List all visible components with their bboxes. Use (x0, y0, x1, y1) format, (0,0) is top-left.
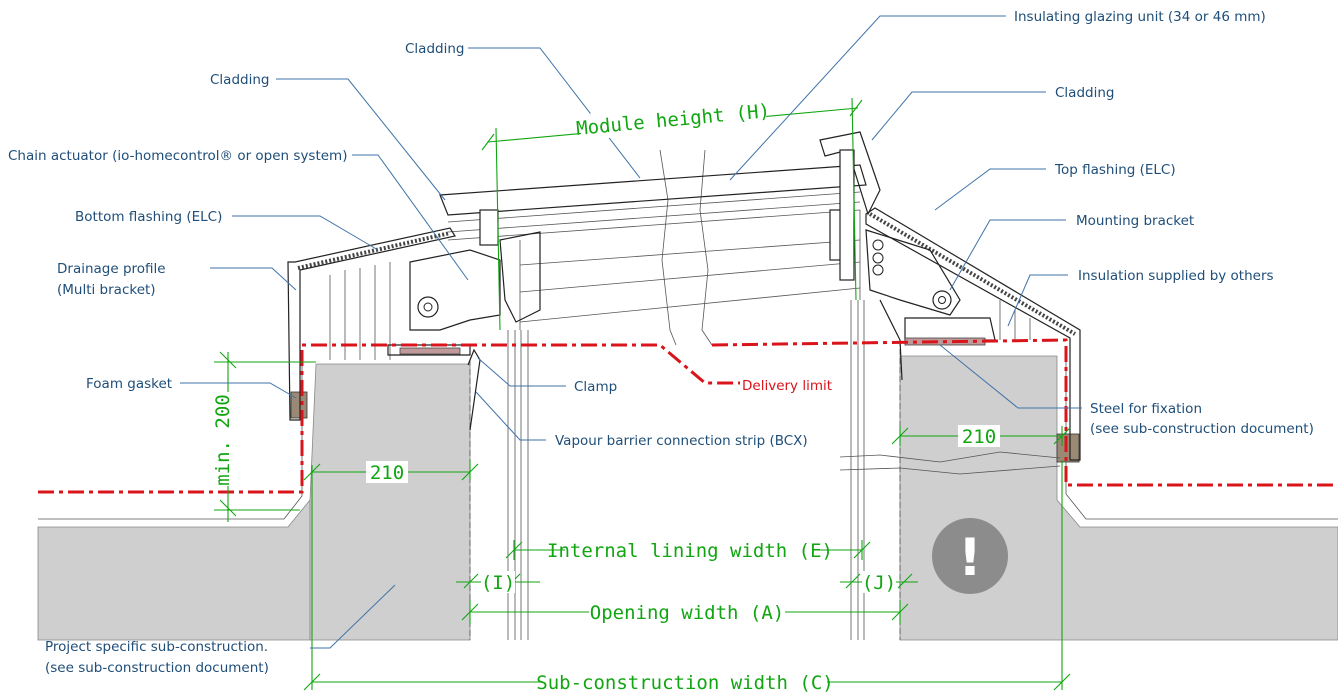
leader-foam-gasket (180, 382, 297, 399)
leader-vapour (475, 391, 546, 441)
label-vapour-barrier: Vapour barrier connection strip (BCX) (555, 433, 808, 449)
delivery-limit-line (38, 338, 1338, 494)
leader-glazing (729, 15, 1006, 181)
label-foam-gasket: Foam gasket (86, 376, 172, 392)
label-cladding-right: Cladding (1055, 85, 1114, 101)
dim-right-210: 210 (962, 426, 996, 448)
label-insulating-glazing: Insulating glazing unit (34 or 46 mm) (1014, 9, 1266, 25)
break-line (659, 149, 713, 346)
left-roof-slab (37, 498, 311, 641)
label-chain-actuator: Chain actuator (io-homecontrol® or open … (8, 148, 347, 164)
label-delivery-limit: Delivery limit (742, 378, 832, 394)
label-project-specific: Project specific sub-construction. (45, 639, 268, 655)
dim-opening-width: Opening width (A) (590, 602, 784, 624)
left-foam-gasket (290, 391, 308, 419)
leader-drainage (210, 267, 297, 291)
leader-top-flashing (934, 168, 1046, 211)
label-mounting-bracket: Mounting bracket (1076, 213, 1194, 229)
label-project-specific-sub: (see sub-construction document) (45, 660, 269, 676)
leader-clamp (477, 357, 566, 387)
exclamation-circle-icon: ! (932, 518, 1008, 594)
left-roof-covering (38, 358, 303, 520)
dim-sub-construction-width: Sub-construction width (C) (536, 672, 833, 694)
leader-bottom-flashing (232, 215, 379, 251)
label-top-flashing: Top flashing (ELC) (1054, 162, 1176, 178)
left-upstand (309, 363, 471, 641)
label-cladding-left: Cladding (210, 72, 269, 88)
label-insulation: Insulation supplied by others (1078, 268, 1274, 284)
leader-insulation (1007, 274, 1068, 327)
label-clamp: Clamp (574, 379, 617, 395)
label-steel-fixation-sub: (see sub-construction document) (1090, 421, 1314, 437)
dimension-lines (214, 97, 1071, 691)
label-drainage-profile-sub: (Multi bracket) (57, 282, 156, 298)
break-line-right (839, 451, 1061, 475)
dimension-labels: Module height (H) min. 200 210 210 Inter… (212, 97, 1000, 694)
glazing-unit (439, 131, 881, 330)
leader-mounting-bracket (949, 219, 1066, 291)
label-steel-fixation: Steel for fixation (1090, 401, 1202, 417)
warning-symbol: ! (958, 528, 982, 588)
leader-project-specific (310, 584, 396, 649)
dim-j: (J) (862, 572, 896, 594)
label-drainage-profile: Drainage profile (57, 261, 166, 277)
label-cladding-top: Cladding (405, 41, 464, 57)
dim-min-200: min. 200 (212, 394, 234, 486)
leader-cladding-left (276, 78, 446, 201)
dim-i: (I) (481, 572, 515, 594)
leader-cladding-right (871, 91, 1046, 141)
leader-steel (939, 344, 1082, 409)
dim-left-210: 210 (370, 462, 404, 484)
right-upstand (899, 355, 1338, 641)
label-bottom-flashing: Bottom flashing (ELC) (75, 209, 222, 225)
labels: Cladding Cladding Chain actuator (io-hom… (8, 9, 1314, 676)
dim-internal-lining: Internal lining width (E) (547, 540, 833, 562)
roof-structure (37, 355, 1338, 641)
right-roof-covering (1065, 356, 1338, 520)
leader-chain-actuator (352, 154, 469, 281)
